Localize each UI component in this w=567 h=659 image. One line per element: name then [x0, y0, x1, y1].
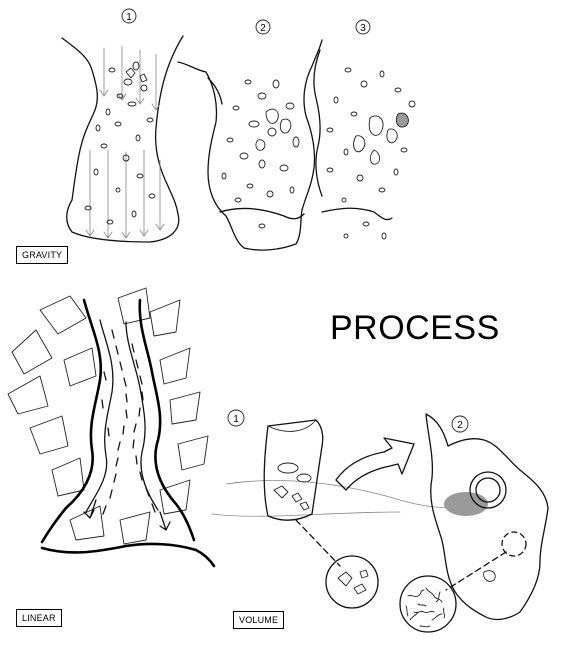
linear-shards [7, 287, 209, 545]
step-number: 3 [360, 23, 366, 34]
step-marker-circle [121, 8, 137, 24]
volume-1-lead-line [295, 519, 341, 567]
linear-base [40, 542, 216, 568]
volume-1-ground-line [225, 480, 457, 509]
volume-2-ring-outer [469, 471, 507, 509]
gravity-label: GRAVITY [16, 246, 69, 264]
volume-label: VOLUME [233, 611, 285, 629]
volume-1-block [263, 419, 324, 521]
volume-stage-2: 2 [399, 413, 549, 633]
volume-2-shadow [444, 492, 488, 516]
step-marker-circle [227, 409, 245, 427]
step-number: 1 [233, 414, 239, 425]
step-number: 1 [126, 12, 132, 23]
volume-1-ground-line-2 [211, 511, 401, 517]
transition-arrow-icon [335, 437, 415, 491]
volume-2-target-zone [501, 531, 527, 557]
linear-channel-left [40, 298, 103, 544]
volume-2-fragment [483, 570, 496, 582]
step-marker-circle [451, 415, 469, 433]
linear-dashes [101, 329, 156, 515]
linear-channel-right [138, 298, 196, 542]
linear-channel-inner-left [85, 319, 114, 513]
step-marker-circle [255, 19, 271, 35]
volume-1-magnified-fragments [337, 569, 369, 595]
volume-stage-1: 1 [211, 409, 457, 609]
page-title: PROCESS [330, 309, 500, 347]
gravity-1-flow-arrows [85, 45, 165, 239]
gravity-2-outline [177, 39, 323, 251]
linear-flow-arrows [83, 499, 171, 531]
gravity-1-outline [61, 35, 184, 243]
gravity-3-base [321, 207, 393, 221]
gravity-2-crack [207, 77, 223, 105]
volume-2-texture [405, 587, 446, 628]
step-number: 2 [457, 420, 463, 431]
volume-2-magnifier [399, 575, 457, 633]
volume-1-inclusions [273, 462, 312, 511]
volume-1-magnifier [325, 555, 379, 609]
gravity-stage-3: 3 [313, 19, 416, 240]
gravity-stage-2: 2 [177, 19, 323, 251]
gravity-3-fragments [326, 67, 416, 240]
volume-2-lead-line [445, 551, 507, 591]
gravity-2-fragments [221, 79, 300, 229]
linear-channel-inner-right [125, 321, 159, 511]
step-marker-circle [355, 19, 371, 35]
gravity-3-edge [313, 49, 323, 197]
linear-label: LINEAR [16, 609, 62, 627]
volume-1-block-top [267, 419, 317, 432]
volume-2-ring-inner [475, 477, 501, 503]
gravity-1-fragments [84, 61, 156, 225]
step-number: 2 [260, 23, 266, 34]
volume-2-outline [425, 413, 549, 621]
gravity-2-base [219, 207, 305, 220]
gravity-stage-1: 1 [61, 8, 184, 243]
linear-stage [7, 287, 216, 568]
